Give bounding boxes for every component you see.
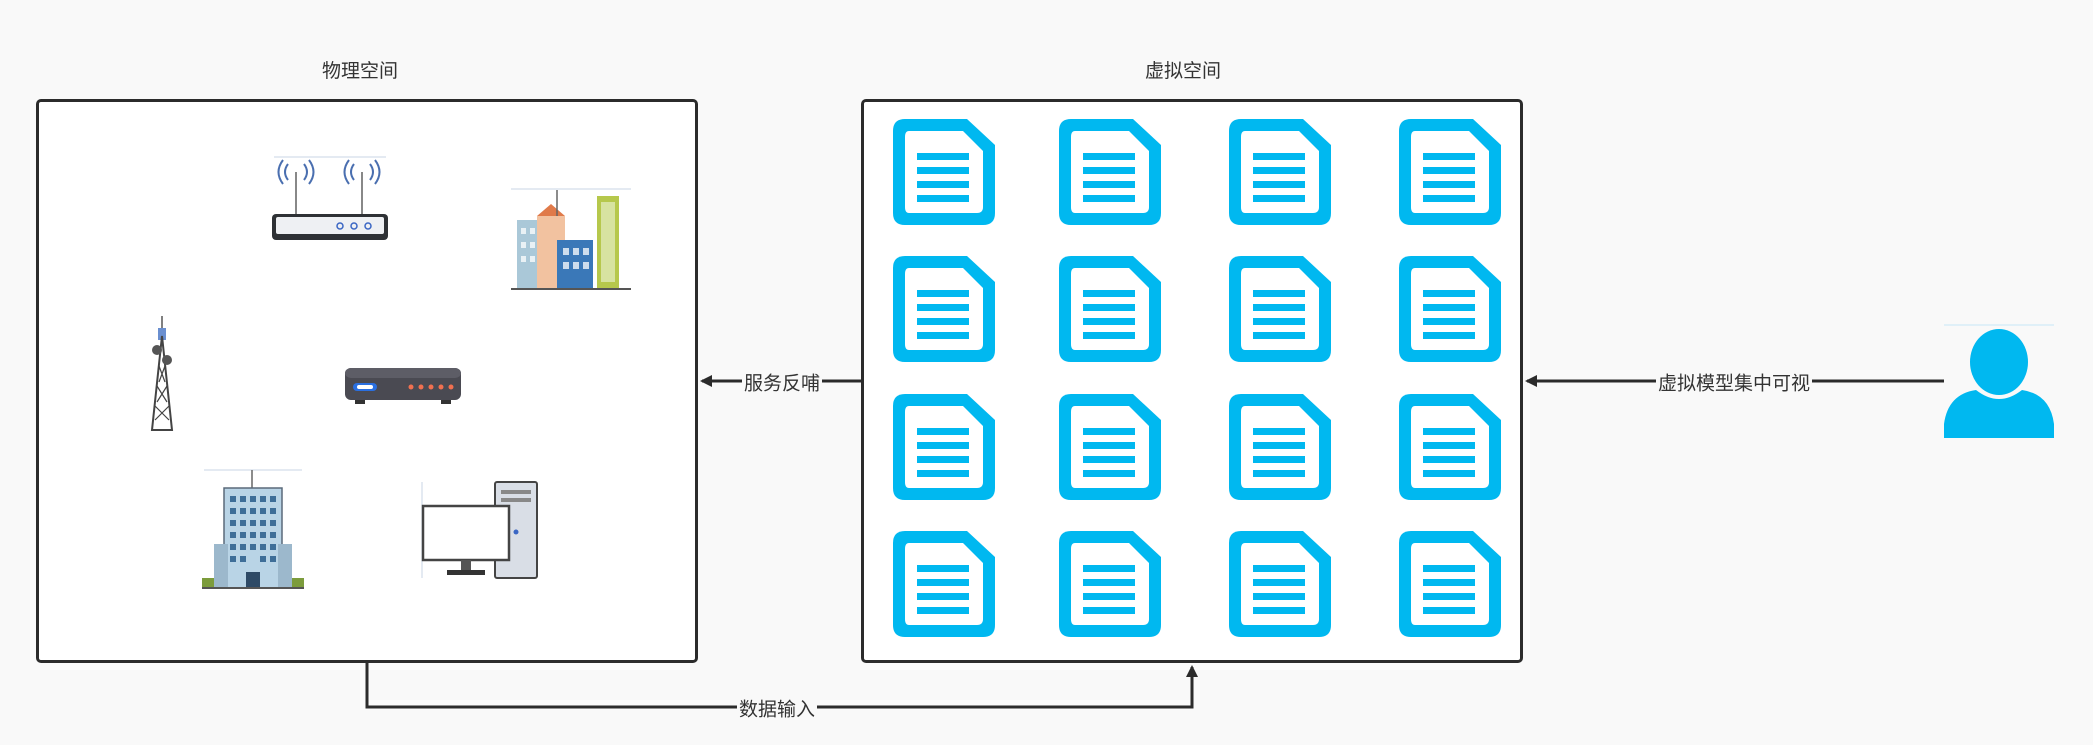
document-icon bbox=[889, 252, 999, 366]
document-icon bbox=[1055, 390, 1165, 504]
document-icon bbox=[1055, 115, 1165, 229]
document-icon bbox=[1395, 527, 1505, 641]
document-icon bbox=[1395, 252, 1505, 366]
wifi-router-icon bbox=[272, 156, 388, 240]
document-icon bbox=[1225, 390, 1335, 504]
document-icon bbox=[1225, 527, 1335, 641]
modem-icon bbox=[345, 368, 461, 404]
office-building-icon bbox=[202, 469, 304, 589]
desktop-computer-icon bbox=[421, 481, 538, 579]
virtual-space-title: 虚拟空间 bbox=[1144, 60, 1222, 82]
physical-space-title: 物理空间 bbox=[321, 60, 399, 82]
document-icon bbox=[889, 527, 999, 641]
user-icon bbox=[1944, 324, 2054, 438]
document-icon bbox=[889, 115, 999, 229]
document-icon bbox=[1395, 390, 1505, 504]
document-icon bbox=[1055, 527, 1165, 641]
service-feedback-label: 服务反哺 bbox=[741, 368, 823, 396]
document-icon bbox=[1395, 115, 1505, 229]
data-input-label: 数据输入 bbox=[736, 694, 818, 722]
document-icon bbox=[889, 390, 999, 504]
document-icon bbox=[1225, 252, 1335, 366]
visualization-label: 虚拟模型集中可视 bbox=[1655, 368, 1813, 396]
document-icon bbox=[1055, 252, 1165, 366]
document-icon bbox=[1225, 115, 1335, 229]
radio-tower-icon bbox=[150, 316, 174, 431]
city-buildings-icon bbox=[511, 188, 631, 290]
